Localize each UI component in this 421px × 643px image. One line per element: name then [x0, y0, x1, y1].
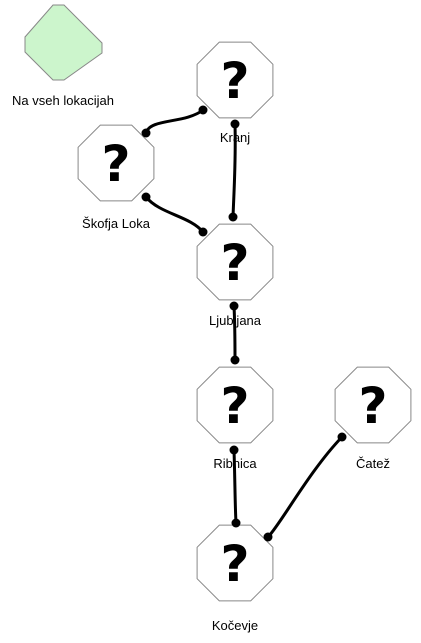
edge-catez-kocevje	[266, 435, 344, 539]
edge-catez-kocevje-endpoint-start[interactable]	[337, 432, 347, 442]
edge-kranj-ljubljana-endpoint-end[interactable]	[228, 212, 238, 222]
node-kocevje-label: Kočevje	[212, 618, 258, 633]
node-catez-octagon	[334, 366, 412, 444]
question-mark-icon: ?	[220, 535, 249, 593]
edge-ljubljana-ribnica-endpoint-end[interactable]	[230, 355, 240, 365]
edge-kranj-ljubljana-endpoint-start[interactable]	[230, 119, 240, 129]
edges-layer	[144, 108, 344, 539]
nodes-layer: ? Kranj? Škofja Loka? Ljubljana? Ribnica? Čat…	[77, 41, 412, 633]
edge-ribnica-kocevje	[232, 449, 238, 524]
node-kranj-label: Kranj	[220, 130, 250, 145]
node-skofja-loka-label: Škofja Loka	[82, 216, 151, 231]
edge-kranj-skofja-loka-endpoint-start[interactable]	[198, 105, 208, 115]
edge-catez-kocevje-endpoint-end[interactable]	[263, 532, 273, 542]
question-mark-icon: ?	[220, 377, 249, 435]
edge-skofja-loka-ljubljana-endpoint-start[interactable]	[141, 192, 151, 202]
node-ljubljana-octagon	[196, 223, 274, 301]
edge-ribnica-kocevje-endpoint-start[interactable]	[229, 445, 239, 455]
node-catez[interactable]: ? Čatež	[334, 366, 412, 471]
edge-kranj-skofja-loka-endpoint-end[interactable]	[141, 128, 151, 138]
node-catez-label: Čatež	[356, 456, 390, 471]
node-kranj[interactable]: ? Kranj	[196, 41, 274, 145]
question-mark-icon: ?	[220, 52, 249, 110]
legend-octagon	[24, 4, 103, 81]
question-mark-icon: ?	[220, 234, 249, 292]
node-kranj-octagon	[196, 41, 274, 119]
edge-kranj-skofja-loka	[144, 108, 204, 134]
edge-kranj-ljubljana	[231, 123, 237, 218]
edge-ljubljana-ribnica-endpoint-start[interactable]	[229, 301, 239, 311]
question-mark-icon: ?	[358, 377, 387, 435]
node-skofja-loka[interactable]: ? Škofja Loka	[77, 124, 155, 231]
edge-skofja-loka-ljubljana-endpoint-end[interactable]	[198, 227, 208, 237]
edge-ribnica-kocevje-endpoint-end[interactable]	[231, 518, 241, 528]
node-ribnica-octagon	[196, 366, 274, 444]
node-skofja-loka-octagon	[77, 124, 155, 202]
node-kocevje[interactable]: ? Kočevje	[196, 524, 274, 633]
legend: Na vseh lokacijah	[12, 4, 114, 108]
question-mark-icon: ?	[101, 135, 130, 193]
node-ribnica-label: Ribnica	[213, 456, 257, 471]
node-ljubljana[interactable]: ? Ljubljana	[196, 223, 274, 328]
edge-skofja-loka-ljubljana	[144, 195, 205, 234]
node-ljubljana-label: Ljubljana	[209, 313, 262, 328]
legend-label: Na vseh lokacijah	[12, 93, 114, 108]
node-ribnica[interactable]: ? Ribnica	[196, 366, 274, 471]
